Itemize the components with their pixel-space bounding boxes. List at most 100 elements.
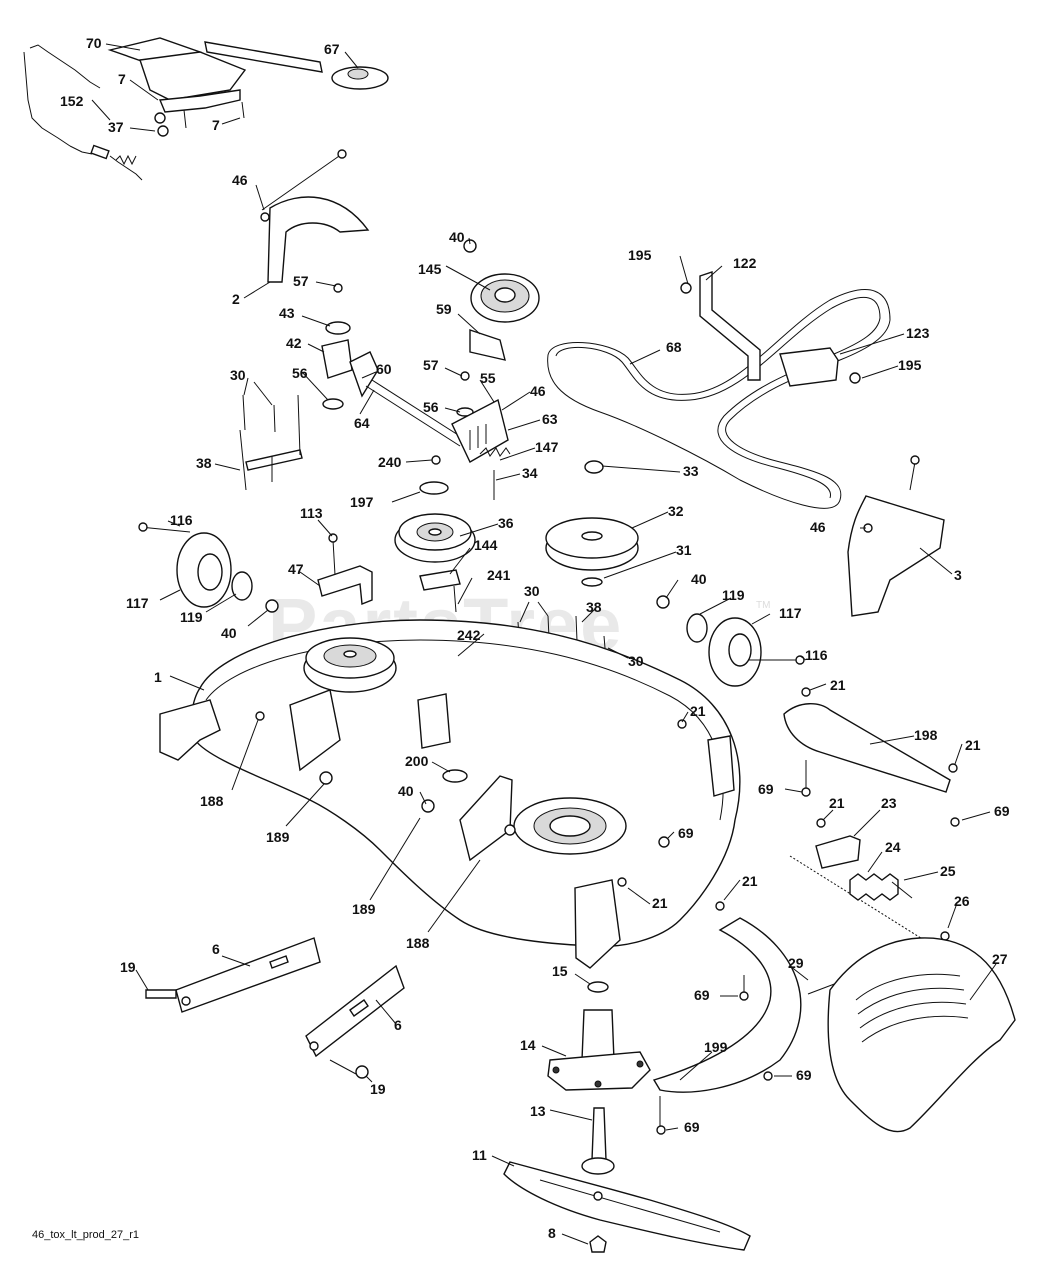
- deck-bracket-47: [317, 533, 373, 605]
- callout-21: 21: [965, 737, 981, 753]
- center-idler-pulley: [394, 513, 476, 613]
- callout-32: 32: [668, 503, 684, 519]
- callout-27: 27: [992, 951, 1008, 967]
- callout-21: 21: [690, 703, 706, 719]
- right-spindle-pulley: [545, 460, 639, 587]
- callout-198: 198: [914, 727, 938, 743]
- callout-70: 70: [86, 35, 102, 51]
- callout-116: 116: [805, 647, 828, 663]
- stabilizer-links: [145, 937, 405, 1079]
- callout-14: 14: [520, 1037, 536, 1053]
- callout-43: 43: [279, 305, 295, 321]
- deck-hanger-left: [239, 394, 303, 491]
- callout-69: 69: [758, 781, 774, 797]
- callout-69: 69: [994, 803, 1010, 819]
- callout-7: 7: [118, 71, 126, 87]
- leader-lines: [91, 43, 997, 1245]
- callout-144: 144: [474, 537, 498, 553]
- callout-123: 123: [906, 325, 930, 341]
- callout-46: 46: [232, 172, 248, 188]
- callout-42: 42: [286, 335, 302, 351]
- callout-40: 40: [449, 229, 465, 245]
- callout-188: 188: [200, 793, 224, 809]
- callout-30: 30: [524, 583, 540, 599]
- callout-25: 25: [940, 863, 956, 879]
- callout-3: 3: [954, 567, 962, 583]
- callout-60: 60: [376, 361, 392, 377]
- callout-199: 199: [704, 1039, 728, 1055]
- callout-34: 34: [522, 465, 538, 481]
- callout-69: 69: [694, 987, 710, 1003]
- gauge-wheel-left: [138, 522, 279, 613]
- mower-deck-housing: [159, 619, 741, 969]
- callout-195: 195: [628, 247, 652, 263]
- callout-69: 69: [796, 1067, 812, 1083]
- belt-guard-left: [260, 149, 370, 283]
- callout-69: 69: [684, 1119, 700, 1135]
- callout-46: 46: [810, 519, 826, 535]
- callout-33: 33: [683, 463, 699, 479]
- callout-2: 2: [232, 291, 240, 307]
- callout-23: 23: [881, 795, 897, 811]
- drive-belt-and-belt-keepers: [547, 271, 891, 509]
- callout-189: 189: [266, 829, 290, 845]
- callout-19: 19: [120, 959, 136, 975]
- callout-189: 189: [352, 901, 376, 917]
- callout-40: 40: [398, 783, 414, 799]
- gauge-wheel-right: [656, 595, 805, 687]
- part-callouts: 70 67 7 152 37 7 46 2 40 145 195 122 57 …: [60, 35, 1010, 1241]
- callout-68: 68: [666, 339, 682, 355]
- callout-29: 29: [788, 955, 804, 971]
- deck-side-brackets-right: [652, 687, 1016, 1135]
- callout-19: 19: [370, 1081, 386, 1097]
- callout-147: 147: [535, 439, 559, 455]
- callout-57: 57: [423, 357, 439, 373]
- callout-31: 31: [676, 542, 692, 558]
- callout-46: 46: [530, 383, 546, 399]
- callout-1: 1: [154, 669, 162, 685]
- callout-21: 21: [830, 677, 846, 693]
- diagram-reference-code: 46_tox_lt_prod_27_r1: [32, 1229, 139, 1241]
- callout-8: 8: [548, 1225, 556, 1241]
- callout-6: 6: [212, 941, 220, 957]
- callout-63: 63: [542, 411, 558, 427]
- callout-59: 59: [436, 301, 452, 317]
- callout-145: 145: [418, 261, 442, 277]
- callout-241: 241: [487, 567, 511, 583]
- callout-188: 188: [406, 935, 430, 951]
- callout-15: 15: [552, 963, 568, 979]
- callout-21: 21: [829, 795, 845, 811]
- callout-69: 69: [678, 825, 694, 841]
- callout-195: 195: [898, 357, 922, 373]
- callout-56: 56: [423, 399, 439, 415]
- callout-36: 36: [498, 515, 514, 531]
- callout-117: 117: [779, 605, 802, 621]
- callout-113: 113: [300, 505, 323, 521]
- callout-152: 152: [60, 93, 84, 109]
- belt-guard-right: [847, 455, 945, 617]
- callout-40: 40: [221, 625, 237, 641]
- spindle-and-blade: [503, 981, 751, 1253]
- callout-30: 30: [230, 367, 246, 383]
- callout-117: 117: [126, 595, 149, 611]
- callout-30: 30: [628, 653, 644, 669]
- callout-21: 21: [652, 895, 668, 911]
- callout-47: 47: [288, 561, 304, 577]
- callout-40: 40: [691, 571, 707, 587]
- callout-11: 11: [472, 1147, 487, 1163]
- idler-arm-assembly: [321, 239, 540, 500]
- watermark-trademark: TM: [756, 600, 770, 611]
- callout-116: 116: [170, 512, 193, 528]
- callout-6: 6: [394, 1017, 402, 1033]
- callout-200: 200: [405, 753, 429, 769]
- callout-67: 67: [324, 41, 340, 57]
- callout-240: 240: [378, 454, 402, 470]
- callout-7: 7: [212, 117, 220, 133]
- callout-26: 26: [954, 893, 970, 909]
- callout-56: 56: [292, 365, 308, 381]
- callout-64: 64: [354, 415, 370, 431]
- callout-242: 242: [457, 627, 481, 643]
- lift-bracket-assembly: [23, 37, 389, 181]
- callout-38: 38: [586, 599, 602, 615]
